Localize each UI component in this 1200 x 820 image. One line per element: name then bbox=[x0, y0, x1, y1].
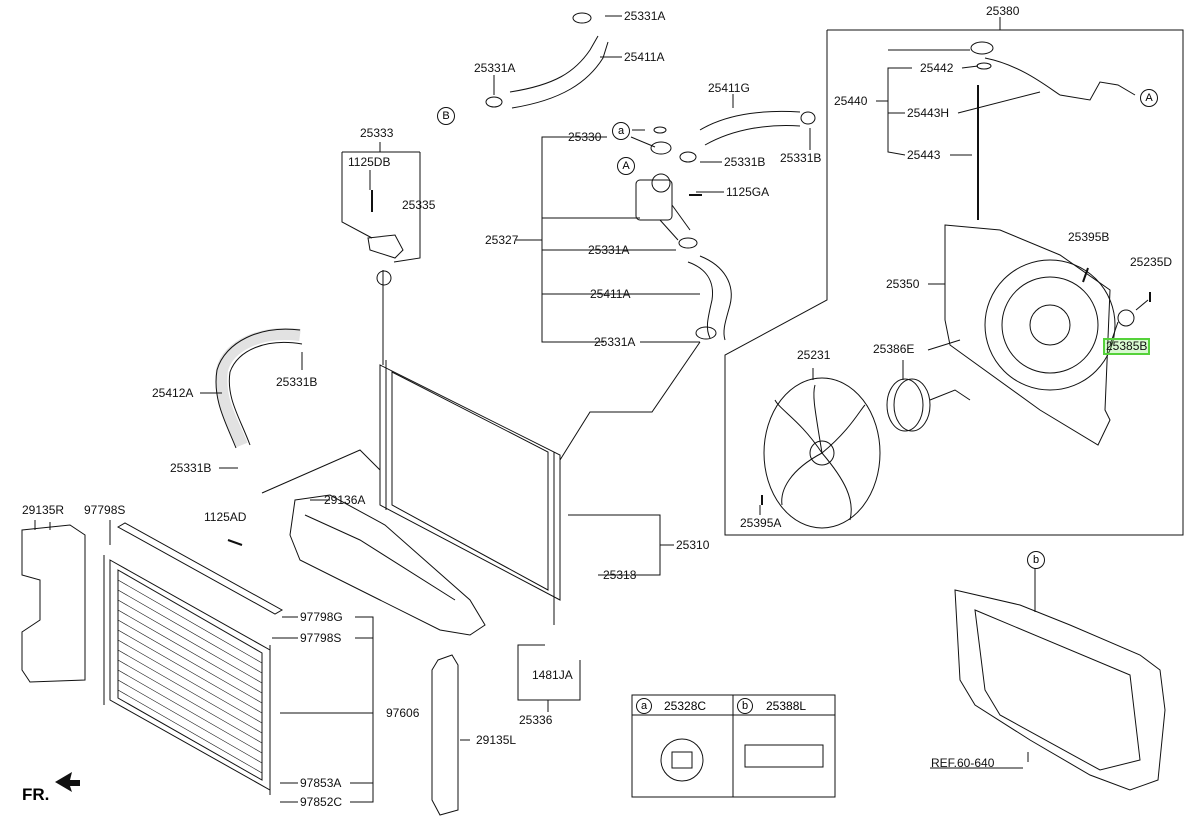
part-label[interactable]: 25380 bbox=[986, 4, 1020, 18]
part-label[interactable]: 25331B bbox=[170, 461, 212, 475]
part-label[interactable]: 1481JA bbox=[532, 668, 573, 682]
callout-b[interactable]: b bbox=[1027, 551, 1045, 569]
part-label[interactable]: 25443H bbox=[907, 106, 950, 120]
part-label[interactable]: 25350 bbox=[886, 277, 920, 291]
part-label[interactable]: 29135R bbox=[22, 503, 65, 517]
part-label-highlighted[interactable]: 25385B bbox=[1102, 338, 1151, 355]
radiator-outline bbox=[379, 364, 561, 601]
part-label[interactable]: 97798S bbox=[300, 631, 342, 645]
front-arrow-icon bbox=[55, 772, 80, 792]
part-label[interactable]: 25235D bbox=[1130, 255, 1173, 269]
part-label[interactable]: 97798G bbox=[300, 610, 343, 624]
part-label[interactable]: 25331B bbox=[724, 155, 766, 169]
part-label[interactable]: 29135L bbox=[476, 733, 517, 747]
part-label[interactable]: 25333 bbox=[360, 126, 394, 140]
part-label[interactable]: 25330 bbox=[568, 130, 602, 144]
part-label[interactable]: 97853A bbox=[300, 776, 342, 790]
part-label[interactable]: 25412A bbox=[152, 386, 194, 400]
part-label[interactable]: 25331B bbox=[276, 375, 318, 389]
callout-a[interactable]: a bbox=[612, 122, 630, 140]
part-label[interactable]: 97852C bbox=[300, 795, 343, 809]
part-label[interactable]: 1125DB bbox=[348, 155, 391, 169]
part-label[interactable]: 25331A bbox=[624, 9, 666, 23]
part-label[interactable]: 25386E bbox=[873, 342, 915, 356]
callout-A-right[interactable]: A bbox=[1140, 89, 1158, 107]
part-label[interactable]: 1125AD bbox=[204, 510, 247, 524]
front-direction-label: FR. bbox=[22, 785, 50, 804]
part-label[interactable]: 25395A bbox=[740, 516, 782, 530]
legend-part-b[interactable]: 25388L bbox=[766, 699, 807, 713]
part-label[interactable]: 25331A bbox=[594, 335, 636, 349]
fan-blade-outline bbox=[763, 377, 881, 529]
part-label[interactable]: 25327 bbox=[485, 233, 519, 247]
part-label[interactable]: 25440 bbox=[834, 94, 868, 108]
legend-part-a[interactable]: 25328C bbox=[664, 699, 707, 713]
part-label[interactable]: 25443 bbox=[907, 148, 941, 162]
part-label[interactable]: 25411A bbox=[590, 287, 631, 301]
part-label[interactable]: 25331B bbox=[780, 151, 822, 165]
part-label[interactable]: 25331A bbox=[588, 243, 630, 257]
part-label[interactable]: 25231 bbox=[797, 348, 831, 362]
part-label[interactable]: 25318 bbox=[603, 568, 637, 582]
callout-B[interactable]: B bbox=[437, 107, 455, 125]
part-label[interactable]: REF.60-640 bbox=[931, 756, 995, 770]
part-label[interactable]: 25335 bbox=[402, 198, 436, 212]
part-label[interactable]: 97606 bbox=[386, 706, 420, 720]
callout-A-left[interactable]: A bbox=[617, 157, 635, 175]
part-label[interactable]: 25411A bbox=[624, 50, 665, 64]
part-label[interactable]: 29136A bbox=[324, 493, 366, 507]
part-label[interactable]: 1125GA bbox=[726, 185, 770, 199]
part-label[interactable]: 97798S bbox=[84, 503, 126, 517]
part-label[interactable]: 25336 bbox=[519, 713, 553, 727]
legend-callout-b: b bbox=[737, 698, 753, 714]
part-label[interactable]: 25331A bbox=[474, 61, 516, 75]
part-label[interactable]: 25411G bbox=[708, 81, 750, 95]
part-label[interactable]: 25310 bbox=[676, 538, 710, 552]
fan-assembly-box bbox=[724, 29, 1184, 536]
legend-callout-a: a bbox=[636, 698, 652, 714]
part-label[interactable]: 25395B bbox=[1068, 230, 1110, 244]
part-label[interactable]: 25442 bbox=[920, 61, 954, 75]
condenser-outline bbox=[109, 559, 271, 791]
